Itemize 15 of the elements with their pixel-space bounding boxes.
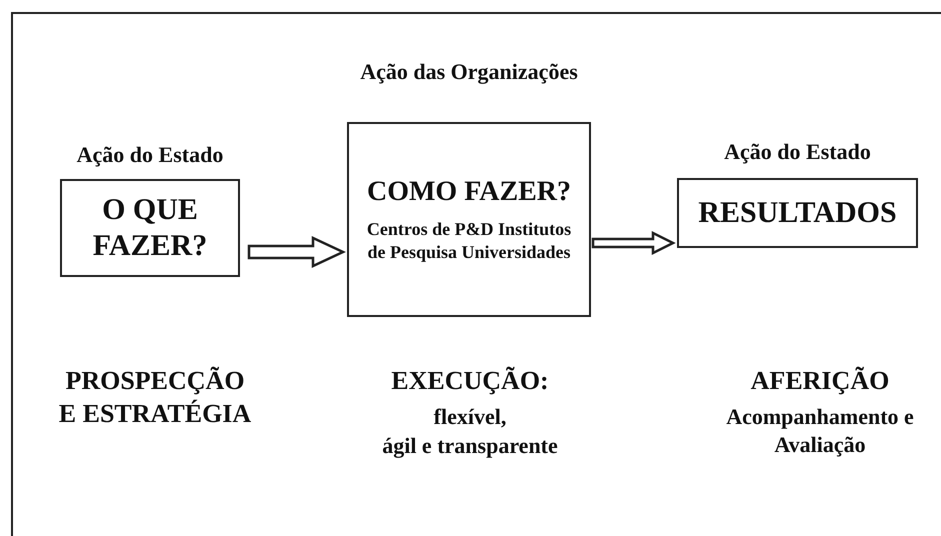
stage-label: ágil e transparente <box>381 432 559 460</box>
column-heading: Ação do Estado <box>76 143 224 168</box>
hollow-arrow <box>248 236 346 268</box>
column-heading: Ação do Estado <box>724 140 871 164</box>
hollow-arrow <box>592 230 676 256</box>
box-title: COMO FAZER? <box>366 174 572 208</box>
box-title: O QUE FAZER? <box>92 192 208 264</box>
stage-label: Acompanhamento e Avaliação <box>725 403 915 458</box>
column-heading: Ação das Organizações <box>360 60 578 84</box>
stage-label: AFERIÇÃO <box>750 365 890 397</box>
box-title: RESULTADOS <box>698 195 897 232</box>
stage-label: PROSPECÇÃO E ESTRATÉGIA <box>58 365 252 430</box>
stage-label: flexível, <box>432 403 508 430</box>
box-text: Centros de P&D Institutos de Pesquisa Universidades <box>366 218 572 264</box>
stage-label: EXECUÇÃO: <box>390 365 550 397</box>
